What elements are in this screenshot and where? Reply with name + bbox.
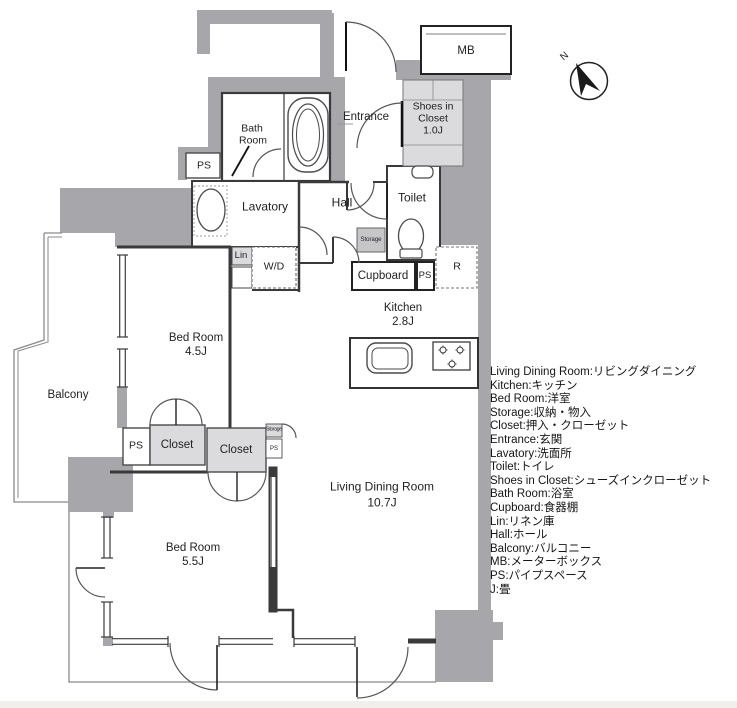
legend-item: Bed Room:洋室 xyxy=(490,393,571,406)
legend-item: Toilet:トイレ xyxy=(490,461,555,474)
label-closet2: Closet xyxy=(219,443,253,456)
label-refrigerator-space: R xyxy=(453,260,461,273)
legend-item: Storage:収納・物入 xyxy=(490,406,591,419)
legend-item: J:畳 xyxy=(490,583,511,596)
storage-boxes xyxy=(122,25,512,473)
legend-item: Cupboard:食器棚 xyxy=(490,501,579,514)
legend-item: Hall:ホール xyxy=(490,529,548,542)
label-bedroom1-name: Bed Room xyxy=(168,331,224,344)
legend-item: PS:パイプスペース xyxy=(490,569,588,582)
legend-item: Shoes in Closet:シューズインクローゼット xyxy=(490,474,712,487)
legend-item: Entrance:玄関 xyxy=(490,433,563,446)
label-shoes-line3: 1.0J xyxy=(423,124,443,137)
label-bedroom1-size: 4.5J xyxy=(185,345,207,358)
windows xyxy=(101,254,356,647)
label-shoes-line2: Closet xyxy=(418,112,448,125)
balcony-outline xyxy=(13,232,436,683)
stove-burners xyxy=(438,345,465,369)
label-shoes-line1: Shoes in xyxy=(412,100,454,113)
label-storage: Storage xyxy=(360,236,382,243)
label-living-dining-size: 10.7J xyxy=(367,495,397,510)
label-bedroom2-size: 5.5J xyxy=(182,555,204,568)
doors xyxy=(75,21,409,699)
legend-item: Balcony:バルコニー xyxy=(490,542,592,555)
label-wd: W/D xyxy=(263,260,285,273)
label-hall: Hall xyxy=(331,195,353,210)
label-mb: MB xyxy=(457,44,475,57)
label-entrance: Entrance xyxy=(342,110,390,123)
label-toilet: Toilet xyxy=(397,190,427,205)
fixtures xyxy=(193,97,479,389)
bottom-edge-strip xyxy=(0,701,737,708)
label-ps-top: PS xyxy=(196,159,212,172)
legend-item: Closet:押入・クローゼット xyxy=(490,420,630,433)
label-living-dining-name: Living Dining Room xyxy=(329,479,435,494)
label-kitchen-size: 2.8J xyxy=(392,315,414,328)
label-cupboard: Cupboard xyxy=(357,269,409,282)
label-bath-room-line2: Room xyxy=(238,134,268,147)
label-bedroom2-name: Bed Room xyxy=(165,541,221,554)
label-bath-room-line1: Bath xyxy=(241,122,263,135)
label-lin: Lin xyxy=(234,250,248,262)
label-ps-closet-row: PS xyxy=(128,439,144,452)
legend: Living Dining Room:リビングダイニング Kitchen:キッチ… xyxy=(490,366,711,597)
label-kitchen-name: Kitchen xyxy=(383,301,423,314)
label-closet1: Closet xyxy=(160,438,194,451)
label-ps-kitchen: PS xyxy=(418,270,432,282)
compass xyxy=(569,61,609,101)
legend-item: Lin:リネン庫 xyxy=(490,515,555,528)
legend-item: Living Dining Room:リビングダイニング xyxy=(490,366,697,378)
label-ps-tiny: PS xyxy=(269,445,279,452)
label-lavatory: Lavatory xyxy=(241,199,289,214)
legend-item: Lavatory:洗面所 xyxy=(490,447,572,460)
legend-item: MB:メーターボックス xyxy=(490,556,603,569)
label-storage-tiny: Storage xyxy=(266,426,282,433)
label-balcony: Balcony xyxy=(47,388,89,401)
legend-item: Kitchen:キッチン xyxy=(490,379,578,392)
legend-item: Bath Room:浴室 xyxy=(490,488,574,501)
